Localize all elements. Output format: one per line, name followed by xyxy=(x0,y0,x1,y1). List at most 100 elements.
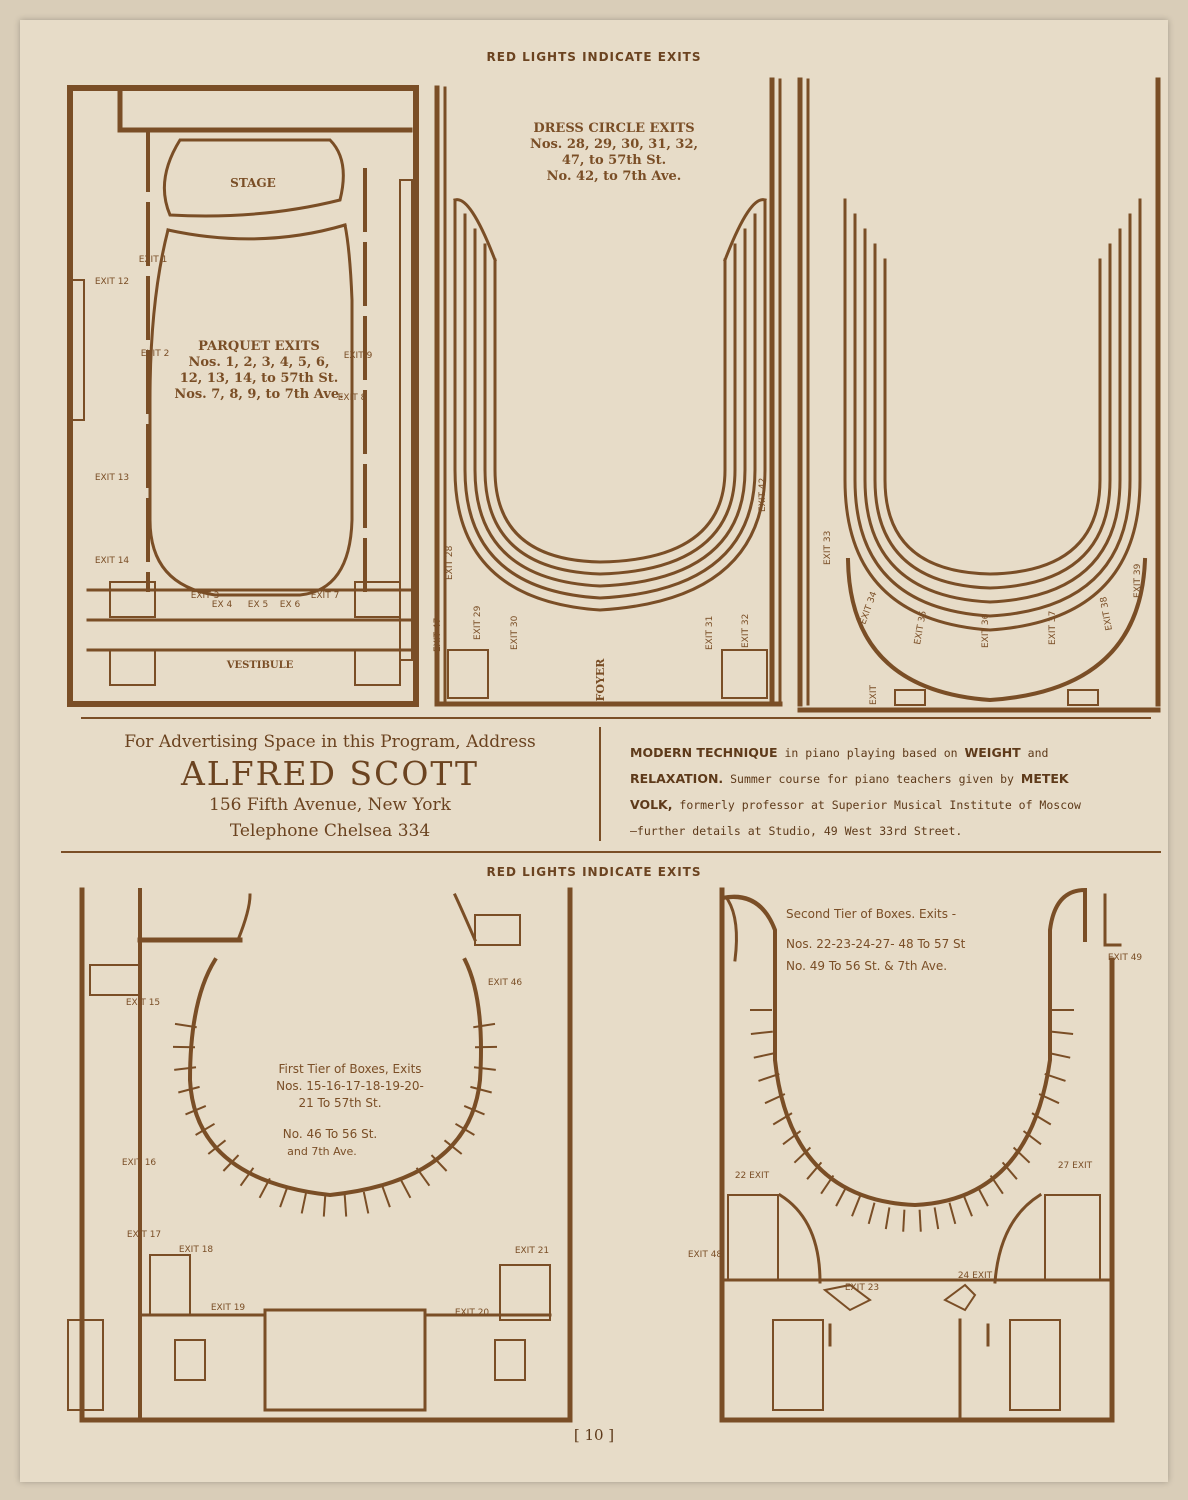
balcony-plan xyxy=(797,77,1161,713)
dress-circle-plan xyxy=(434,77,783,707)
box-tick xyxy=(1012,1146,1031,1164)
ad-bold-3: RELAXATION. xyxy=(630,771,724,786)
dress-circle-line2: 47, to 57th St. xyxy=(562,153,666,168)
program-page xyxy=(20,20,1168,1482)
ad-bold-1: MODERN TECHNIQUE xyxy=(630,745,778,760)
box-tick xyxy=(207,1139,227,1155)
exit-48-label: EXIT 48 xyxy=(688,1250,723,1260)
piano-course-ad: MODERN TECHNIQUE in piano playing based … xyxy=(630,740,1150,844)
box-tick xyxy=(362,1191,370,1214)
box-tick xyxy=(884,1207,891,1230)
box-tick xyxy=(381,1186,391,1208)
exit-15-label: EXIT 15 xyxy=(126,998,160,1008)
box-tick xyxy=(820,1174,835,1195)
header-mid: RED LIGHTS INDICATE EXITS xyxy=(486,865,702,879)
box-tick xyxy=(867,1202,876,1225)
exit-12-label: EXIT 12 xyxy=(95,277,129,287)
stage-label: STAGE xyxy=(230,176,276,190)
box-tick xyxy=(902,1209,906,1232)
box-tick xyxy=(976,1186,989,1207)
box-tick xyxy=(1022,1130,1042,1146)
box-tick xyxy=(948,1202,957,1225)
box-tick xyxy=(195,1122,216,1136)
box-tick xyxy=(178,1085,200,1094)
parquet-line1: Nos. 1, 2, 3, 4, 5, 6, xyxy=(189,355,330,370)
ad-text-2: and xyxy=(1020,746,1049,760)
box-tick xyxy=(463,1104,485,1116)
box-tick xyxy=(454,1122,475,1136)
header-top: RED LIGHTS INDICATE EXITS xyxy=(486,50,702,64)
box-tick xyxy=(835,1186,848,1207)
dress-circle-line1: Nos. 28, 29, 30, 31, 32, xyxy=(530,137,698,152)
box-tick xyxy=(473,1066,496,1071)
first-tier-line3: 21 To 57th St. xyxy=(298,1096,381,1110)
box-tick xyxy=(300,1191,308,1214)
first-tier-line1: First Tier of Boxes, Exits xyxy=(278,1062,421,1076)
box-tick xyxy=(1051,1030,1074,1035)
box-tick xyxy=(793,1146,812,1164)
ad-text-1: in piano playing based on xyxy=(777,746,965,760)
exit-6-label: EX 6 xyxy=(280,600,301,610)
exit-7-label: EXIT 7 xyxy=(311,591,340,601)
exit-18-label: EXIT 18 xyxy=(179,1245,214,1255)
parquet-plan xyxy=(67,85,419,707)
exit-20-label: EXIT 20 xyxy=(455,1308,490,1318)
exit-37-label: EXIT 37 xyxy=(1048,611,1058,645)
box-tick xyxy=(185,1104,207,1116)
box-tick xyxy=(1031,1112,1052,1126)
exit-32-label: EXIT 32 xyxy=(741,614,751,648)
exit-28-label: EXIT 28 xyxy=(445,545,455,580)
exit-balcony-label: EXIT xyxy=(869,684,879,705)
first-tier-box-ticks xyxy=(172,1022,498,1217)
box-tick xyxy=(443,1139,463,1155)
exit-17-label: EXIT 17 xyxy=(127,1230,161,1240)
exit-13-label: EXIT 13 xyxy=(95,473,129,483)
second-tier-plan xyxy=(719,887,1122,1423)
ad-address: 156 Fifth Avenue, New York xyxy=(209,795,451,815)
box-tick xyxy=(279,1186,289,1208)
box-tick xyxy=(750,1030,773,1035)
box-tick xyxy=(415,1167,431,1187)
exit-47-label: EXIT 47 xyxy=(433,618,443,652)
box-tick xyxy=(1001,1161,1018,1180)
ad-phone: Telephone Chelsea 334 xyxy=(229,821,431,841)
first-tier-line2: Nos. 15-16-17-18-19-20- xyxy=(276,1079,424,1093)
box-tick xyxy=(764,1093,786,1105)
exit-23-label: EXIT 23 xyxy=(845,1283,879,1293)
ad-bold-4: METEK xyxy=(1020,771,1069,786)
dress-circle-title: DRESS CIRCLE EXITS xyxy=(533,121,694,136)
parquet-line3: Nos. 7, 8, 9, to 7th Ave. xyxy=(174,387,343,402)
exit-24-label: 24 EXIT xyxy=(958,1271,993,1281)
ad-text-5: —further details at Studio, 49 West 33rd… xyxy=(630,824,963,838)
exit-42-label: EXIT 42 xyxy=(758,478,768,512)
first-tier-line4: No. 46 To 56 St. xyxy=(283,1127,378,1141)
ad-name: ALFRED SCOTT xyxy=(180,754,480,793)
second-tier-line1: Second Tier of Boxes. Exits - xyxy=(786,907,956,921)
parquet-line2: 12, 13, 14, to 57th St. xyxy=(180,371,339,386)
box-tick xyxy=(1044,1072,1066,1082)
exit-14-label: EXIT 14 xyxy=(95,556,130,566)
exit-33-label: EXIT 33 xyxy=(823,531,833,565)
exit-49-label: EXIT 49 xyxy=(1108,953,1143,963)
exit-38-label: EXIT 38 xyxy=(1099,595,1115,631)
exit-8-label: EXIT 8 xyxy=(338,393,367,403)
page-number: [ 10 ] xyxy=(573,1426,615,1444)
box-tick xyxy=(753,1052,776,1059)
box-tick xyxy=(918,1209,922,1232)
exit-19-label: EXIT 19 xyxy=(211,1303,246,1313)
box-tick xyxy=(174,1066,197,1071)
exit-39-label: EXIT 39 xyxy=(1133,563,1143,598)
ad-text-4: formerly professor at Superior Musical I… xyxy=(672,798,1081,812)
exit-27-label: 27 EXIT xyxy=(1058,1161,1093,1171)
exit-22-label: 22 EXIT xyxy=(735,1171,770,1181)
box-tick xyxy=(772,1112,793,1126)
exit-3-label: EXIT 3 xyxy=(191,591,220,601)
box-tick xyxy=(239,1167,255,1187)
box-tick xyxy=(1048,1052,1071,1059)
box-tick xyxy=(962,1195,973,1217)
box-tick xyxy=(758,1072,780,1082)
exit-29-label: EXIT 29 xyxy=(473,605,483,640)
vestibule-label: VESTIBULE xyxy=(226,660,294,671)
exit-36-label: EXIT 36 xyxy=(981,613,991,648)
